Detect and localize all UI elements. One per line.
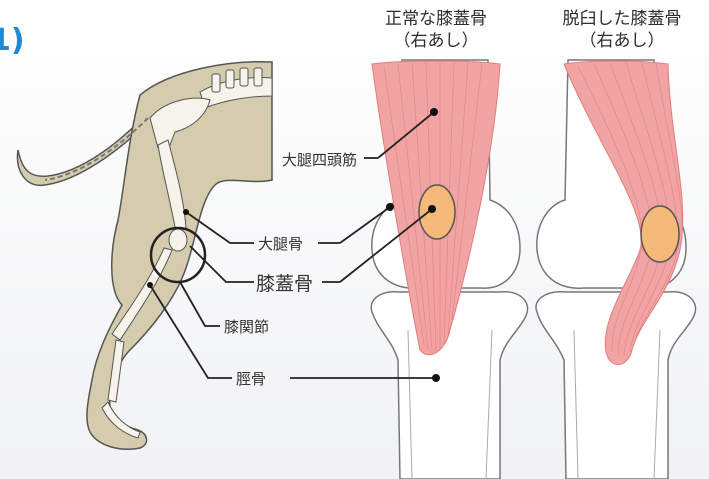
label-femur: 大腿骨 [258, 235, 303, 253]
label-tibia: 脛骨 [236, 370, 266, 388]
normal-subtitle: （右あし） [394, 31, 479, 51]
normal-patella [419, 185, 455, 239]
dislocated-subtitle: （右あし） [580, 31, 665, 51]
normal-title: 正常な膝蓋骨 [385, 9, 487, 29]
label-knee-joint: 膝関節 [224, 318, 269, 336]
dislocated-title: 脱臼した膝蓋骨 [563, 9, 682, 29]
section-number: 1) [0, 23, 25, 58]
dislocated-patella [641, 206, 679, 262]
label-patella: 膝蓋骨 [256, 273, 313, 295]
label-quadriceps: 大腿四頭筋 [282, 151, 357, 169]
dog-knee [169, 229, 187, 251]
